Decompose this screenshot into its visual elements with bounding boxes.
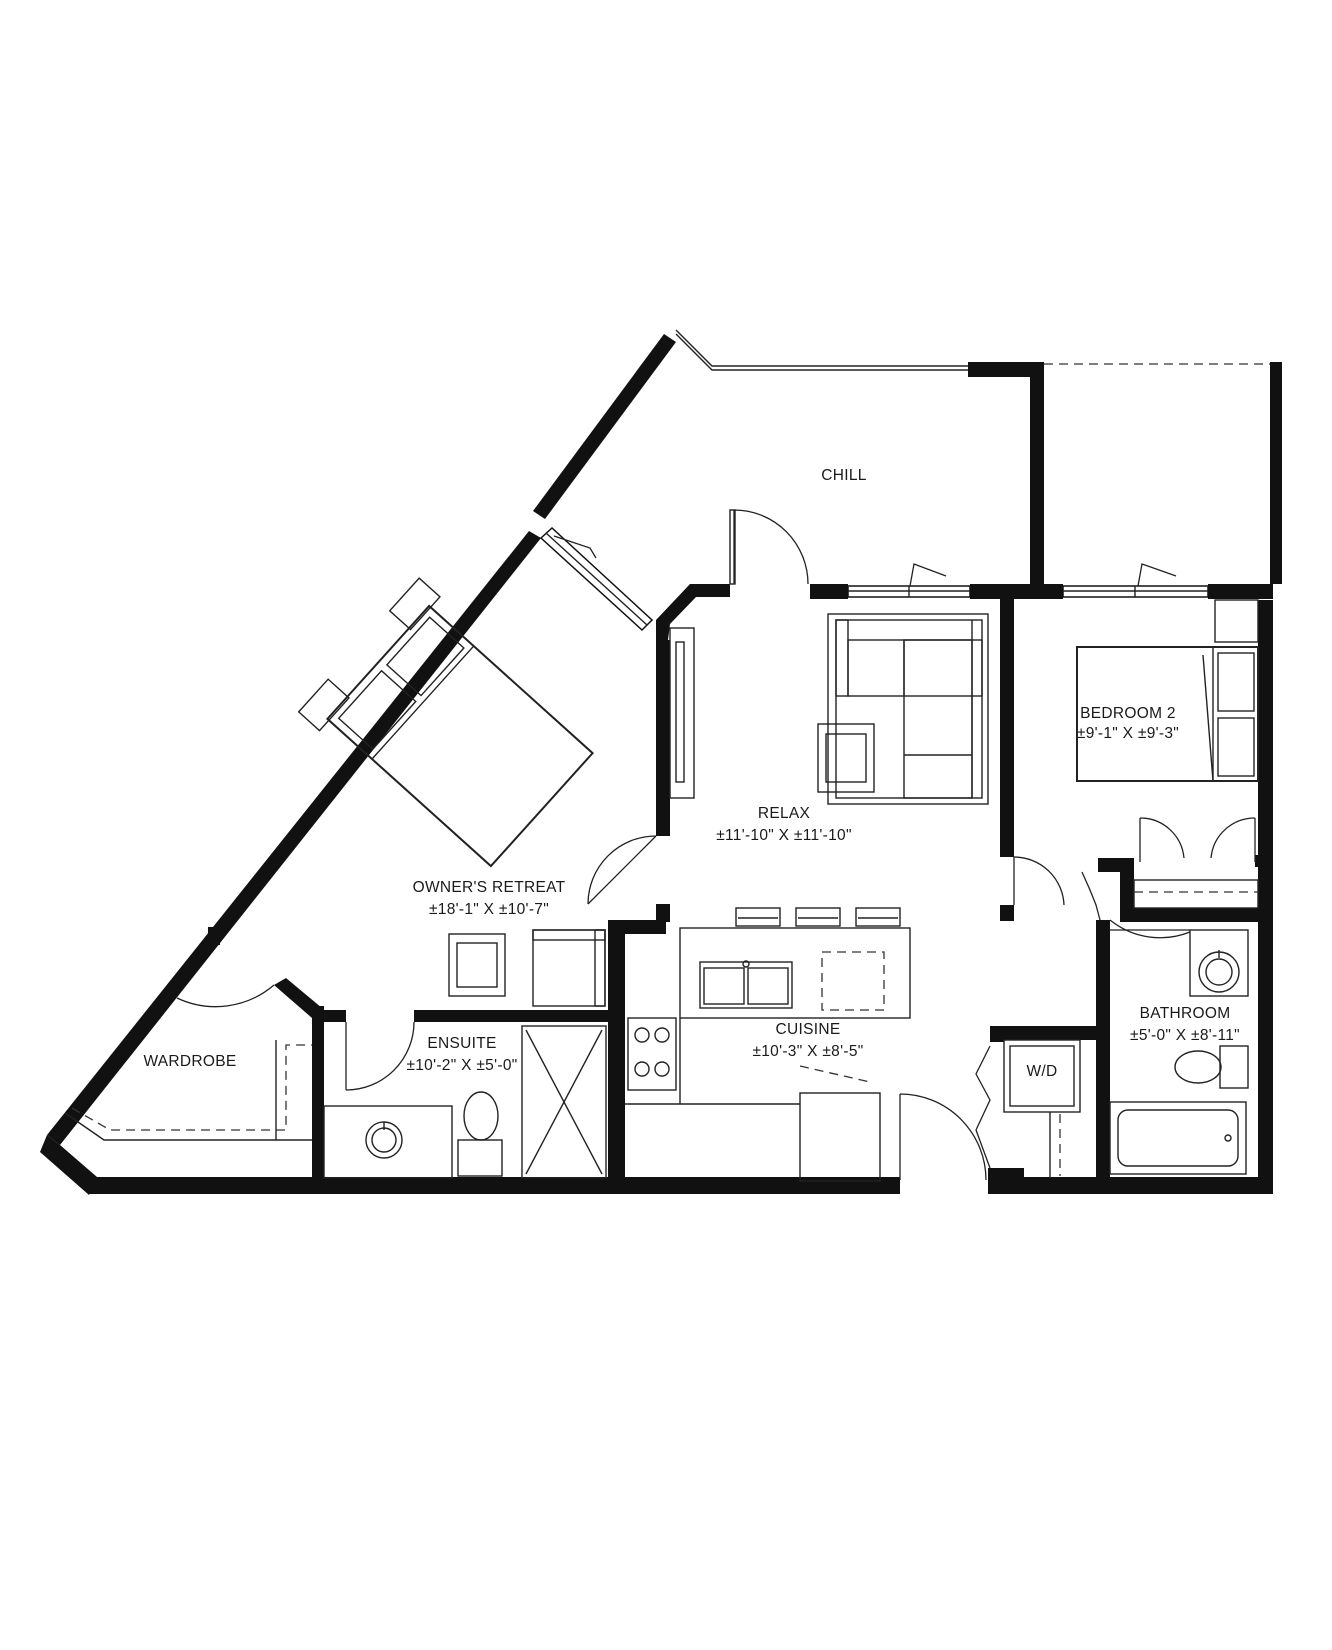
owners-retreat-furniture (297, 577, 606, 1007)
cuisine-label: CUISINE (776, 1021, 841, 1038)
cuisine-size: ±10'-3" X ±8'-5" (752, 1043, 863, 1060)
owners-retreat-label: OWNER'S RETREAT (413, 879, 566, 896)
doors (176, 509, 1256, 1181)
ensuite-label: ENSUITE (427, 1035, 496, 1052)
room-labels: CHILL RELAX ±11'-10" X ±11'-10" BEDROOM … (143, 467, 1240, 1080)
bedroom2-size: ±9'-1" X ±9'-3" (1077, 725, 1179, 742)
owners-retreat-size: ±18'-1" X ±10'-7" (429, 901, 549, 918)
balcony-edges (675, 329, 1270, 371)
wardrobe-label: WARDROBE (143, 1053, 236, 1070)
chill-label: CHILL (821, 467, 867, 484)
bathroom-fixtures (1109, 929, 1249, 1175)
laundry-label: W/D (1026, 1063, 1057, 1080)
relax-furniture (669, 613, 989, 805)
bedroom2-label: BEDROOM 2 (1080, 705, 1176, 722)
walls (40, 334, 1282, 1195)
relax-size: ±11'-10" X ±11'-10" (716, 827, 852, 844)
bathroom-size: ±5'-0" X ±8'-11" (1130, 1027, 1240, 1044)
relax-label: RELAX (758, 805, 811, 822)
windows (539, 526, 1209, 632)
bathroom-label: BATHROOM (1140, 1005, 1231, 1022)
kitchen-fixtures (625, 907, 911, 1182)
ensuite-fixtures (323, 1025, 607, 1179)
ensuite-size: ±10'-2" X ±5'-0" (406, 1057, 517, 1074)
laundry-fixtures (1003, 1039, 1081, 1178)
wardrobe-shelving (64, 1040, 312, 1141)
bedroom2-furniture (1076, 599, 1259, 909)
